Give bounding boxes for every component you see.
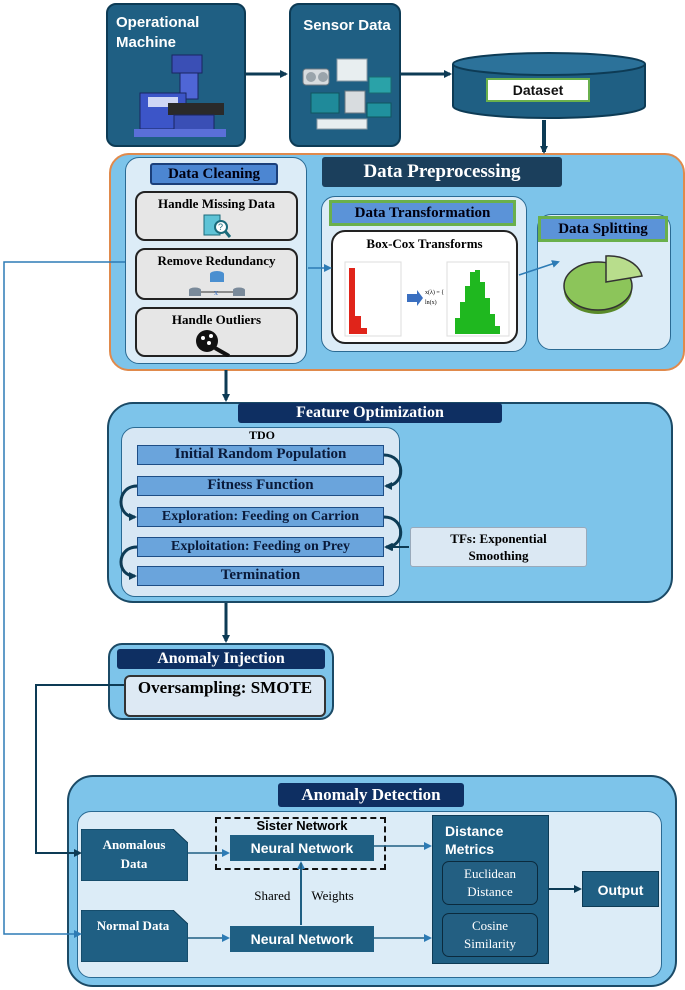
data-splitting-title: Data Splitting [538, 216, 668, 242]
neural-network-top: Neural Network [230, 835, 374, 861]
cosine-similarity-metric: Cosine Similarity [442, 913, 538, 957]
handle-missing-data-step: Handle Missing Data ? [135, 191, 298, 241]
anomaly-injection-title: Anomaly Injection [117, 649, 325, 669]
normal-data-box: Normal Data [80, 909, 189, 963]
dataset-label: Dataset [486, 78, 590, 102]
cosine-similarity-label: Cosine Similarity [464, 918, 516, 951]
euclidean-distance-metric: Euclidean Distance [442, 861, 538, 905]
smote-label: Oversampling: SMOTE [137, 678, 313, 697]
tf-exponential-smoothing-label: TFs: Exponential Smoothing [450, 531, 547, 563]
data-transformation-title: Data Transformation [329, 200, 516, 226]
tdo-step-exploitation: Exploitation: Feeding on Prey [137, 537, 384, 557]
shared-weights-label: Shared Weights [254, 888, 354, 903]
distance-metrics-box: Distance Metrics Euclidean Distance Cosi… [432, 815, 549, 964]
neural-network-bottom: Neural Network [230, 926, 374, 952]
svg-text:ln(x): ln(x) [425, 299, 437, 306]
svg-text:?: ? [218, 222, 223, 232]
output-box: Output [582, 871, 659, 907]
anomalous-data-box: Anomalous Data [80, 828, 189, 882]
data-preprocessing-title: Data Preprocessing [322, 157, 562, 187]
normal-data-label: Normal Data [96, 918, 170, 933]
remove-redundancy-step: Remove Redundancy x [135, 248, 298, 300]
remove-redundancy-label: Remove Redundancy [157, 253, 276, 268]
box-cox-panel: Box-Cox Transforms x(λ) = { ln(x) [331, 230, 518, 344]
distance-metrics-label: Distance Metrics [445, 823, 504, 857]
box-cox-histograms: x(λ) = { ln(x) [343, 258, 511, 338]
feature-optimization-title: Feature Optimization [238, 403, 502, 423]
svg-text:x(λ) = {: x(λ) = { [425, 289, 444, 296]
tdo-step-exploration: Exploration: Feeding on Carrion [137, 507, 384, 527]
outlier-magnifier-icon [189, 329, 239, 358]
euclidean-distance-label: Euclidean Distance [464, 866, 516, 899]
sensor-data-box: Sensor Data [289, 3, 401, 147]
pie-chart-icon [560, 252, 648, 318]
sister-network-label: Sister Network [256, 818, 348, 833]
box-cox-label: Box-Cox Transforms [366, 236, 483, 251]
sensor-boards-icon [297, 47, 397, 137]
handle-outliers-label: Handle Outliers [171, 312, 262, 327]
document-search-icon: ? [201, 213, 232, 239]
operational-machine-label: Operational Machine [116, 14, 200, 51]
handle-outliers-step: Handle Outliers [135, 307, 298, 358]
dataset-cylinder: Dataset [450, 50, 648, 122]
smote-box: Oversampling: SMOTE [124, 675, 326, 717]
data-cleaning-title: Data Cleaning [150, 163, 278, 185]
tf-exponential-smoothing-box: TFs: Exponential Smoothing [410, 527, 587, 567]
anomaly-detection-title: Anomaly Detection [278, 783, 464, 807]
tdo-label: TDO [248, 428, 275, 442]
handle-missing-data-label: Handle Missing Data [157, 196, 275, 211]
tdo-step-fitness-function: Fitness Function [137, 476, 384, 496]
sensor-data-label: Sensor Data [303, 17, 391, 34]
tdo-step-termination: Termination [137, 566, 384, 586]
tdo-step-initial-population: Initial Random Population [137, 445, 384, 465]
operational-machine-box: Operational Machine [106, 3, 246, 147]
anomalous-data-label: Anomalous Data [102, 837, 166, 871]
milling-machine-icon [130, 53, 230, 139]
svg-text:x: x [214, 288, 218, 297]
database-merge-icon: x [187, 270, 247, 298]
